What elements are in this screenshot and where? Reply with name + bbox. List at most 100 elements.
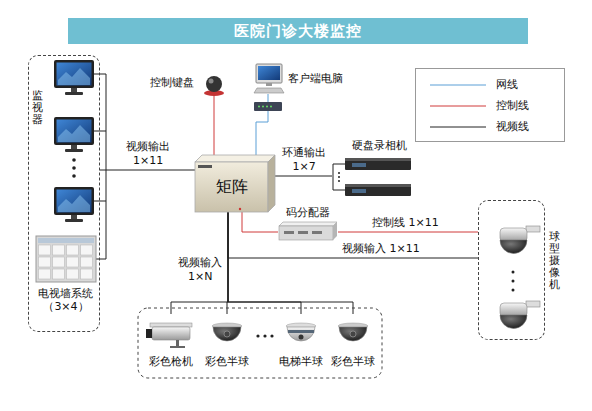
node-label: 彩色半球 <box>331 355 375 369</box>
network-switch-icon-part <box>258 106 260 108</box>
legend-text: 控制线 <box>496 99 529 113</box>
edge-label: 视频输出 1×11 <box>124 140 172 168</box>
legend-line <box>430 126 486 127</box>
ellipsis-dots-part <box>263 334 266 337</box>
edge-label-holder: 环通输出 1×7 <box>280 146 328 174</box>
tv-wall-icon-part-part <box>81 269 93 279</box>
legend-line-sample <box>430 101 486 111</box>
client-pc-icon-part <box>256 64 282 83</box>
edge-label: 环通输出 1×7 <box>280 146 328 174</box>
code-distributor: 码分配器 <box>278 205 338 243</box>
monitor-bus <box>94 74 106 259</box>
node-label: 客户端电脑 <box>288 72 343 86</box>
gun-camera-icon-part <box>146 329 152 338</box>
monitor-icons <box>54 60 94 222</box>
connector-line <box>100 170 195 171</box>
code-distributor-icon-part <box>279 222 337 226</box>
keyboard-icon-part <box>206 76 222 92</box>
network-switch-icon <box>254 102 282 111</box>
connector-line <box>338 232 478 233</box>
connector-line <box>228 212 353 314</box>
ptz-dome-icons-part <box>512 271 515 274</box>
ptz-dome-icons-part <box>500 240 527 254</box>
monitor-icons-part <box>72 158 76 162</box>
gun-camera-icon-part <box>170 346 185 348</box>
keyboard-icon <box>204 76 224 96</box>
elevator-dome-camera: 电梯半球 <box>276 314 326 370</box>
connector-line <box>242 212 278 232</box>
code-distributor-icon-part <box>284 231 294 234</box>
tv-wall-icon-part-part <box>53 257 65 267</box>
tv-wall-system: 电视墙系统 （3×4） <box>34 235 98 315</box>
keyboard-icon-part <box>209 79 214 84</box>
matrix-box: 矩阵 <box>195 155 275 212</box>
gun-camera-icon-part <box>150 323 192 327</box>
ellipsis-dots-part <box>256 334 259 337</box>
control-keyboard: 控制键盘 <box>148 70 230 96</box>
network-switch-icon-part <box>262 106 264 108</box>
dome-camera-icon-part <box>224 331 230 337</box>
vertical-label: 球型摄像机 <box>549 231 560 291</box>
dome-camera: 彩色半球 <box>202 314 252 370</box>
dome-camera-icon-part <box>213 327 241 341</box>
dvr-icons-part-part <box>333 164 334 190</box>
node-label: 彩色半球 <box>205 355 249 369</box>
elevator-dome-icon-part <box>287 327 315 341</box>
node-label: 电视墙系统 （3×4） <box>36 287 95 315</box>
monitor-icon <box>54 60 94 95</box>
tv-wall-icon-part-part <box>39 257 51 267</box>
ptz-dome-icons-part <box>512 280 515 283</box>
tv-wall-icon-part-part <box>39 245 51 255</box>
matrix-icon-part <box>198 165 212 168</box>
code-distributor-icon-part <box>279 226 333 240</box>
tv-wall-icon-part-part <box>67 257 79 267</box>
matrix-icon-part <box>239 208 241 210</box>
ptz-dome-icons-part <box>500 315 527 329</box>
elevator-dome-icon <box>286 323 316 341</box>
matrix-icon-part <box>195 162 268 212</box>
network-switch-icon-part <box>266 106 268 108</box>
monitor-icon <box>54 187 94 222</box>
node-label: 硬盘录相机 <box>352 139 407 153</box>
tv-wall-icon-part <box>39 245 93 279</box>
tv-wall-icon-part <box>38 238 94 243</box>
edge-label-holder: 视频输出 1×11 <box>124 140 172 168</box>
legend-row: 视频线 <box>416 116 564 137</box>
dome-camera: 彩色半球 <box>328 314 378 370</box>
ptz-dome-icons <box>500 226 540 329</box>
connector-line <box>228 212 478 258</box>
elevator-dome-icon-part <box>299 335 304 340</box>
client-pc-icon <box>254 64 284 93</box>
dome-camera-icon-part <box>339 327 367 341</box>
tv-wall-icon-part-part <box>67 269 79 279</box>
dome-camera-icon-part <box>350 331 356 337</box>
tv-wall-icon-part-part <box>53 245 65 255</box>
legend-text: 视频线 <box>496 120 529 134</box>
code-distributor-icon-part <box>333 222 337 240</box>
matrix-icon-part <box>268 155 275 212</box>
dome-camera-group: 球型摄像机 <box>478 200 545 340</box>
dvr-icons-part <box>338 176 340 178</box>
gun-camera: 彩色枪机 <box>142 314 200 370</box>
matrix-icon <box>195 155 275 212</box>
edge-label-holder: 视频输入 1×N <box>176 256 224 284</box>
gun-camera-icon <box>146 323 192 348</box>
dvr-icons-part <box>338 172 340 174</box>
code-distributor-icon-part <box>312 231 322 234</box>
title-text: 医院门诊大楼监控 <box>68 18 528 44</box>
legend-row: 网线 <box>416 74 564 95</box>
dvr-icons-part <box>345 158 411 161</box>
dvr-icons-part <box>345 184 411 187</box>
tv-wall-icon-part-part <box>81 245 93 255</box>
monitor-bus-part <box>94 131 106 132</box>
monitor-group: 监视器电视墙系统 （3×4） <box>28 55 100 332</box>
legend-line-sample <box>430 80 486 90</box>
gun-camera-icon-part <box>176 340 179 346</box>
edge-label-holder: 视频输入 1×11 <box>342 242 420 256</box>
legend-text: 网线 <box>496 78 518 92</box>
dvr-icons-part-part <box>333 190 345 191</box>
title-band: 医院门诊大楼监控 <box>68 18 528 44</box>
monitor-icon <box>54 117 94 152</box>
edge-label-holder: 控制线 1×11 <box>372 216 439 230</box>
